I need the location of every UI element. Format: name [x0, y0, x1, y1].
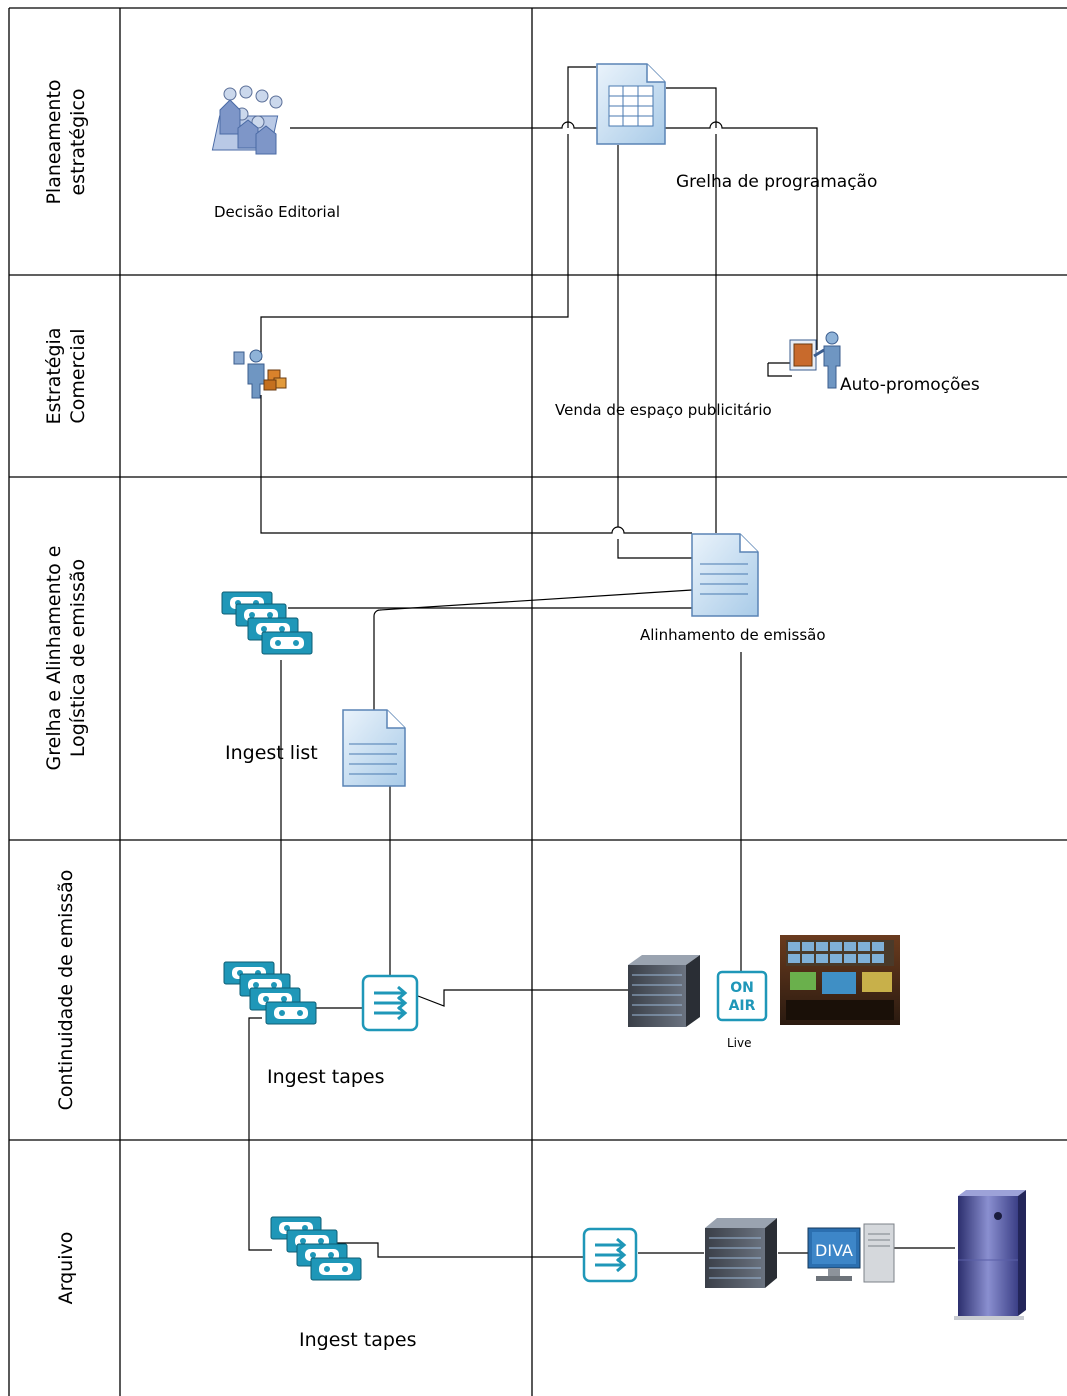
meeting-icon — [211, 85, 283, 155]
ingest-list-document-icon — [342, 709, 406, 787]
diva-workstation-icon: DIVA — [807, 1223, 895, 1283]
label-venda-espaco: Venda de espaço publicitário — [555, 401, 772, 419]
label-auto-promocoes: Auto-promoções — [840, 375, 980, 395]
diva-text: DIVA — [815, 1241, 853, 1260]
server-icon — [705, 1218, 777, 1288]
label-ingest-list: Ingest list — [225, 742, 318, 764]
salesperson-icon — [233, 349, 287, 399]
storage-cabinet-icon — [954, 1190, 1026, 1320]
server-icon — [628, 955, 700, 1027]
label-live: Live — [727, 1036, 752, 1050]
label-ingest-tapes-arquivo: Ingest tapes — [299, 1329, 417, 1351]
control-room-image — [780, 935, 900, 1025]
label-alinhamento-emissao: Alinhamento de emissão — [640, 626, 826, 644]
swimlane-grid — [8, 7, 1067, 1396]
tapes-stack-icon — [221, 591, 313, 655]
playlist-document-icon — [691, 533, 759, 617]
ingest-encoder-icon — [361, 974, 419, 1032]
label-ingest-tapes-continuidade: Ingest tapes — [267, 1066, 385, 1088]
schedule-document-icon — [596, 63, 666, 145]
on-air-text-line1: ON — [730, 980, 754, 996]
on-air-text-line2: AIR — [729, 998, 756, 1014]
on-air-icon: ON AIR — [716, 970, 768, 1022]
label-grelha-programacao: Grelha de programação — [676, 172, 878, 192]
presenter-icon — [789, 331, 841, 389]
label-decisao-editorial: Decisão Editorial — [214, 203, 341, 221]
tapes-stack-icon — [223, 961, 317, 1025]
tapes-stack-icon — [270, 1216, 362, 1281]
connector-lines — [248, 66, 955, 1258]
ingest-encoder-icon — [582, 1227, 638, 1283]
